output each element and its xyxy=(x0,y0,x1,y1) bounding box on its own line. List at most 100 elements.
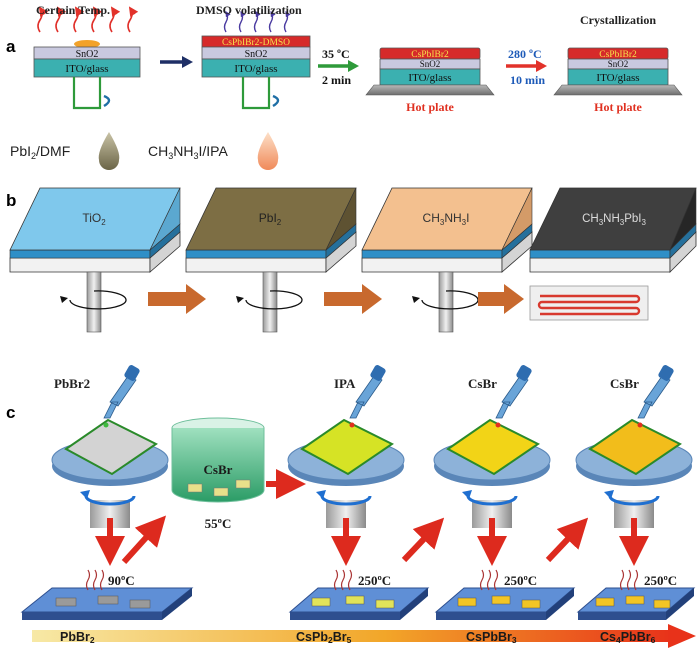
stage1-substrate: Certain Temp. SnO2 ITO/glass xyxy=(33,3,141,110)
diag-arrow xyxy=(545,517,589,563)
ito-label: ITO/glass xyxy=(408,72,451,84)
cspbibr2-dmso-label: CsPbIBr2-DMSO xyxy=(222,38,290,48)
heat-wave-icon xyxy=(619,569,639,591)
hot-plate-label: Hot plate xyxy=(594,100,642,114)
substrate-tio2: TiO2 xyxy=(9,187,181,333)
spin-chuck xyxy=(72,77,102,110)
sno2-label: SnO2 xyxy=(245,49,268,60)
hot-plate xyxy=(553,84,683,96)
step-arrow-280c: 280 ºC 10 min xyxy=(506,47,547,87)
dropper-label: CsBr xyxy=(610,376,639,391)
anneal-plate-4: 250ºC xyxy=(576,569,696,620)
phase-gradient-arrow: PbBr2 CsPb2Br5 CsPbBr3 Cs4PbBr6 xyxy=(32,624,696,648)
step-arrow-35c: 35 ºC 2 min xyxy=(318,47,359,87)
spin-stage-2: IPA xyxy=(287,365,405,528)
substrate-pbi2: PbI2 xyxy=(185,187,357,333)
hot-plate-icon xyxy=(529,285,649,321)
dropper-icon xyxy=(495,375,529,419)
phase-label: CsPb2Br5 xyxy=(296,630,352,645)
anneal-temp: 90ºC xyxy=(108,573,135,588)
film-cspbbr3 xyxy=(446,418,540,476)
rotation-arrow-icon xyxy=(320,495,372,506)
step1-temp: 35 ºC xyxy=(322,47,350,61)
process-arrows xyxy=(95,469,649,566)
panel-b: b PbI2/DMF CH3NH3I/IPA TiO2 xyxy=(6,132,697,333)
anneal-plate-2: 250ºC xyxy=(288,569,430,620)
rotation-arrow-icon xyxy=(245,290,303,310)
dropper-icon xyxy=(103,375,137,419)
rotation-arrow-icon xyxy=(608,495,660,506)
spin-stage-4: CsBr xyxy=(575,365,693,528)
film-pbbr2 xyxy=(64,418,158,476)
dropper-label: CsBr xyxy=(468,376,497,391)
ito-glass-layer xyxy=(201,58,311,78)
rotation-arrow-icon xyxy=(84,495,136,506)
stage4-substrate: Crystallization CsPbIBr2 SnO2 ITO/glass … xyxy=(553,13,683,114)
csbr-bath: CsBr 55ºC xyxy=(171,417,265,531)
diag-arrow xyxy=(401,517,445,563)
arrow-1 xyxy=(160,56,193,68)
hot-plate-label: Hot plate xyxy=(406,100,454,114)
dropper-label: IPA xyxy=(334,376,356,391)
diag-arrow xyxy=(121,515,167,565)
step1-time: 2 min xyxy=(322,73,351,87)
ito-glass-layer xyxy=(33,58,141,78)
film-cs4pbbr6 xyxy=(588,418,682,476)
panel-a-letter: a xyxy=(6,37,16,56)
film-cspb2br5 xyxy=(300,418,394,476)
spin-stage-3: CsBr xyxy=(433,365,551,528)
process-arrow xyxy=(478,284,524,314)
sno2-label: SnO2 xyxy=(76,49,99,60)
precursor-droplet xyxy=(74,40,100,48)
droplet-icon xyxy=(257,132,279,170)
heat-wave-icon xyxy=(85,569,105,591)
dropper-icon xyxy=(637,375,671,419)
process-arrow xyxy=(324,284,382,314)
anneal-temp: 250ºC xyxy=(504,573,537,588)
hot-plate xyxy=(365,84,495,96)
bath-temp: 55ºC xyxy=(205,516,232,531)
certain-temp-label: Certain Temp. xyxy=(36,3,110,17)
spin-chuck xyxy=(241,77,271,110)
panel-c-letter: c xyxy=(6,403,15,422)
dropper-icon xyxy=(349,375,383,419)
droplet-icon xyxy=(98,132,120,170)
substrate-perovskite: CH3NH3PbI3 xyxy=(529,187,697,273)
anneal-temp: 250ºC xyxy=(644,573,677,588)
anneal-plate-3: 250ºC xyxy=(434,569,576,620)
precursor-pbi2-dmf: PbI2/DMF xyxy=(10,143,70,161)
dmso-volatilization-label: DMSO volatilization xyxy=(196,3,302,17)
bath-label: CsBr xyxy=(204,462,233,477)
sno2-label: SnO2 xyxy=(608,59,629,69)
cspbibr2-label: CsPbIBr2 xyxy=(411,50,449,60)
rotation-arrow-icon xyxy=(421,290,479,310)
rotation-arrow-icon xyxy=(272,94,280,108)
phase-label: CsPbBr3 xyxy=(466,630,517,645)
phase-label: PbBr2 xyxy=(60,630,95,645)
rotation-arrow-icon xyxy=(466,495,518,506)
spin-stage-1: PbBr2 xyxy=(51,365,169,528)
rotation-arrow-icon xyxy=(103,94,111,108)
panel-b-letter: b xyxy=(6,191,16,210)
cspbibr2-label: CsPbIBr2 xyxy=(599,50,637,60)
heat-wave-icon xyxy=(479,569,499,591)
anneal-temp: 250ºC xyxy=(358,573,391,588)
film-label: CH3NH3PbI3 xyxy=(582,213,646,227)
rotation-arrow-icon xyxy=(69,290,127,310)
heat-wave-arrows xyxy=(37,6,139,33)
precursor-mai-ipa: CH3NH3I/IPA xyxy=(148,143,228,161)
spin-pillar xyxy=(86,271,102,333)
ito-label: ITO/glass xyxy=(65,63,108,75)
process-arrow xyxy=(148,284,206,314)
step2-temp: 280 ºC xyxy=(508,47,542,61)
spin-pillar xyxy=(438,271,454,333)
substrate-mai: CH3NH3I xyxy=(361,187,533,333)
heat-wave-icon xyxy=(333,569,353,591)
panel-c: c PbBr2 CsBr 55ºC xyxy=(6,365,696,648)
panel-a: a Certain Temp. SnO2 ITO/glass xyxy=(6,3,683,114)
dropper-label: PbBr2 xyxy=(54,376,90,391)
film-label: TiO2 xyxy=(82,211,106,227)
phase-label: Cs4PbBr6 xyxy=(600,630,656,645)
sno2-label: SnO2 xyxy=(420,59,441,69)
ito-label: ITO/glass xyxy=(234,63,277,75)
